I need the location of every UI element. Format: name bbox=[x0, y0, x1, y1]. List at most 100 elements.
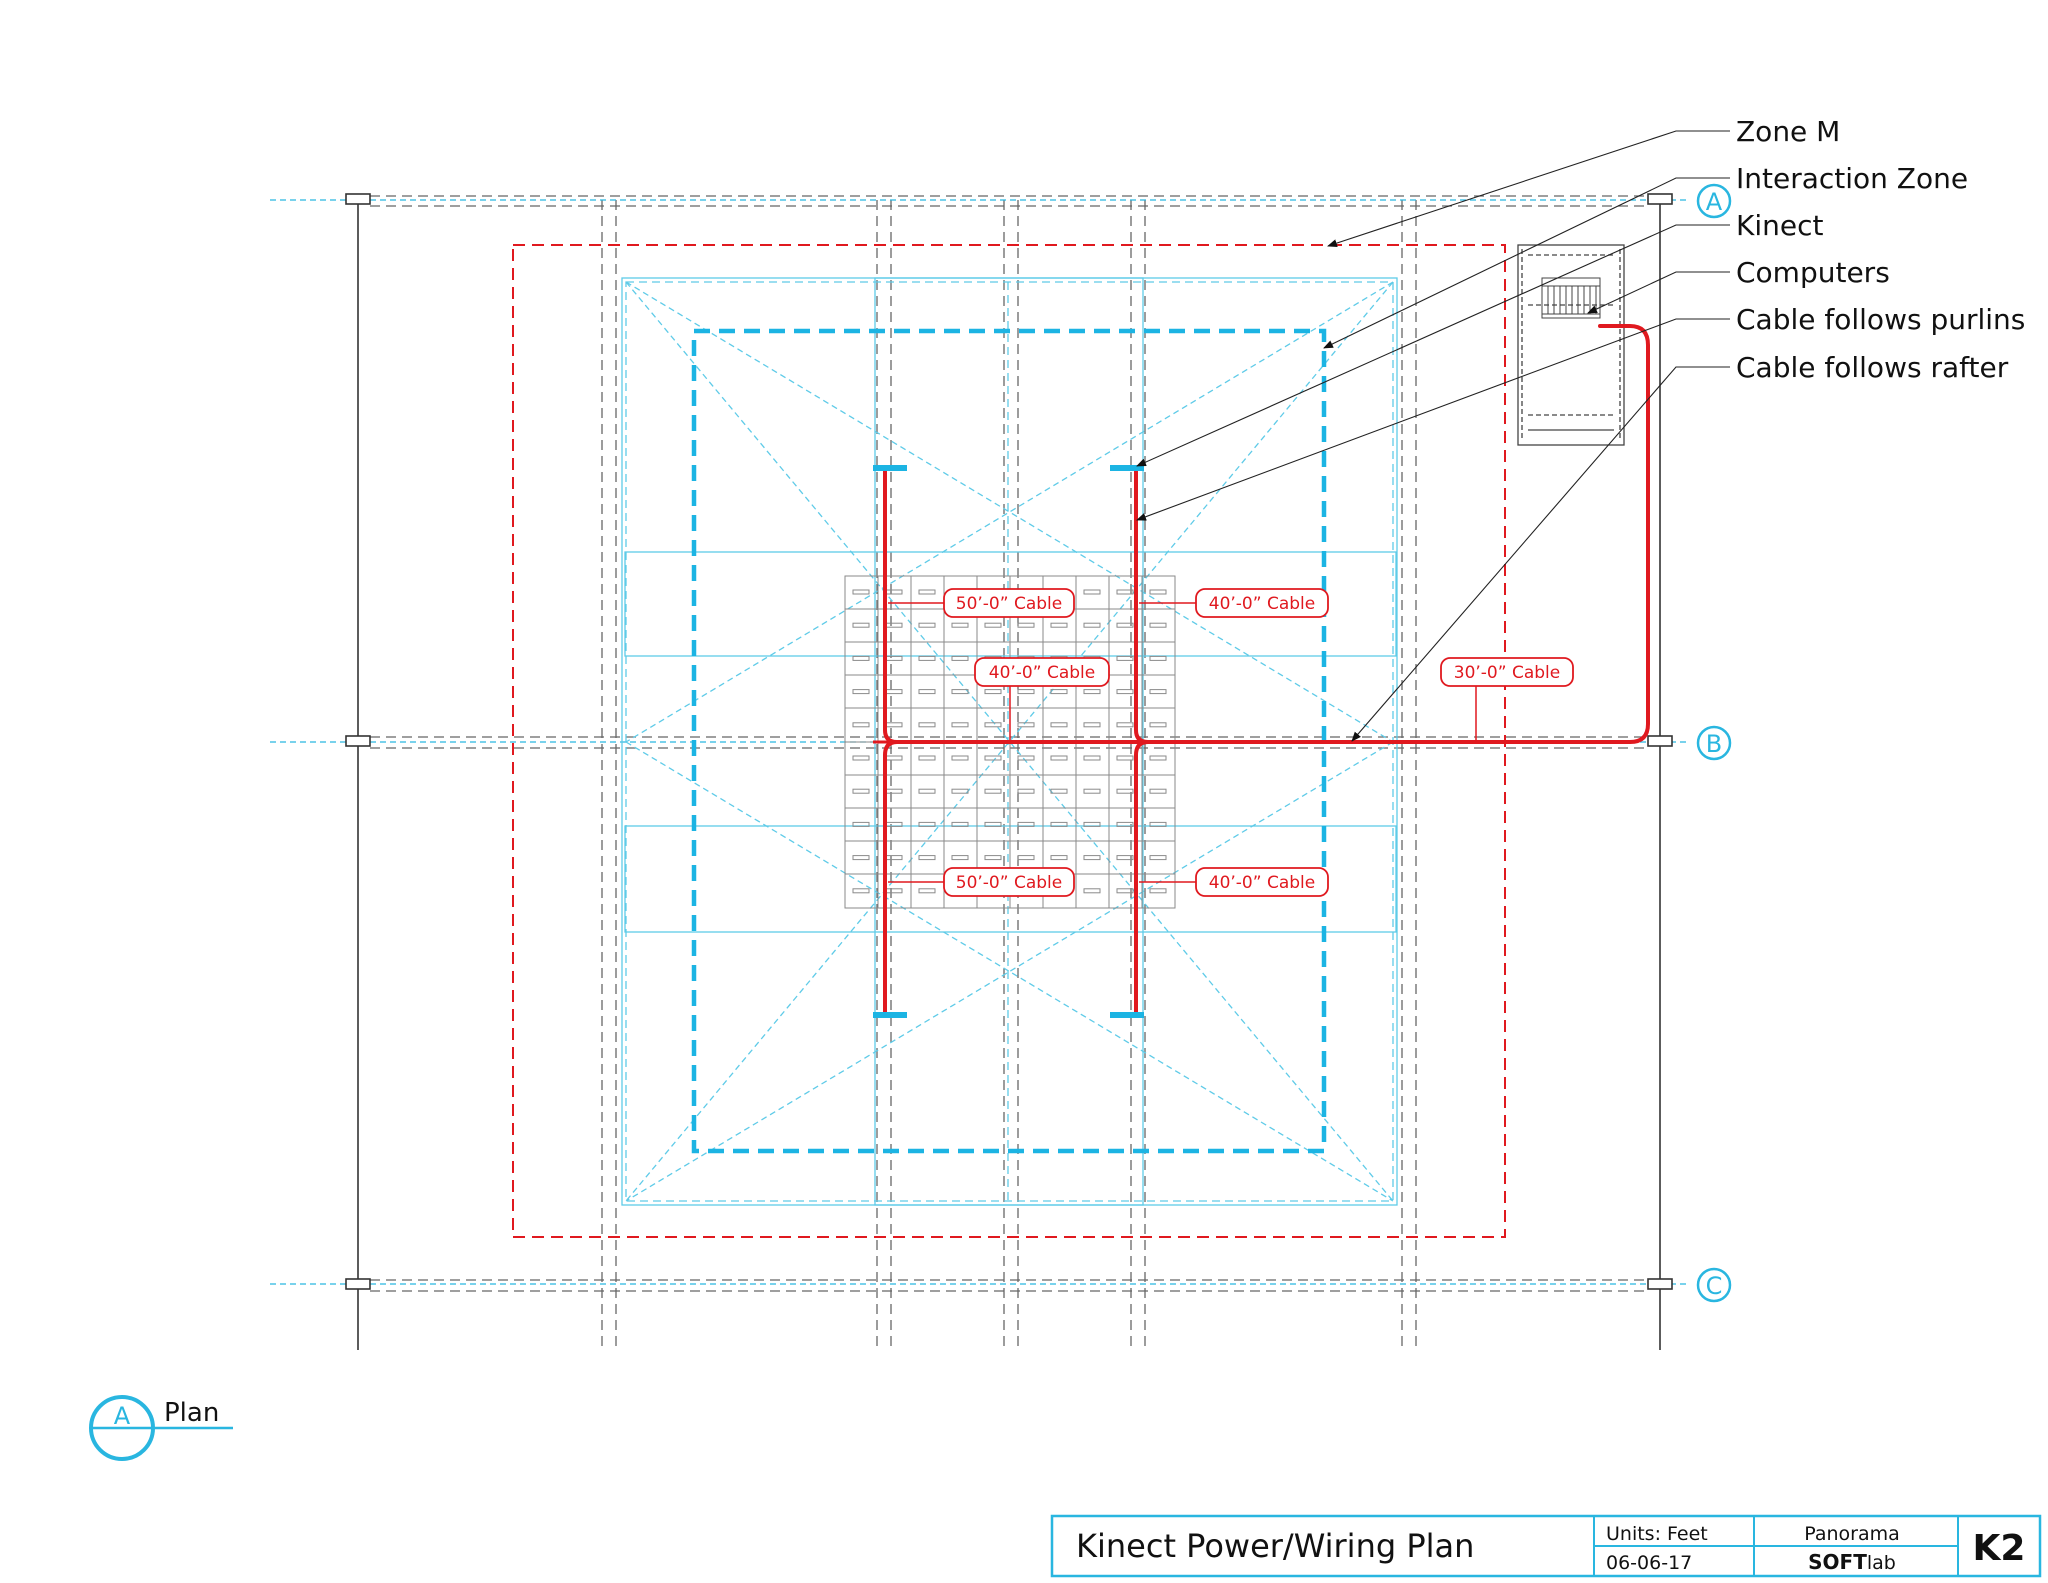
cable-label-right-text: 30’-0” Cable bbox=[1454, 663, 1560, 683]
screen-tick bbox=[1050, 722, 1068, 728]
screen-tick bbox=[1083, 722, 1101, 728]
screen-tick bbox=[984, 722, 1002, 728]
screen-tick bbox=[1017, 755, 1035, 761]
screen-tick bbox=[1149, 855, 1167, 861]
callout-computers: Computers bbox=[1736, 256, 1890, 289]
computer-cabinet bbox=[1517, 244, 1625, 446]
callout-cable-purlins: Cable follows purlins bbox=[1736, 303, 2025, 336]
screen-tick bbox=[984, 821, 1002, 827]
screen-tick bbox=[1149, 655, 1167, 661]
leader-interaction-zone bbox=[1323, 177, 1730, 349]
screen-tick bbox=[1083, 821, 1101, 827]
screen-tick bbox=[1116, 855, 1134, 861]
screen-tick bbox=[1017, 855, 1035, 861]
screen-tick bbox=[852, 821, 870, 827]
grid-bubble-a: A bbox=[1696, 183, 1732, 219]
cable-label-bottom-right-text: 40’-0” Cable bbox=[1209, 873, 1315, 893]
screen-tick bbox=[1116, 622, 1134, 628]
screen-tick bbox=[852, 589, 870, 595]
screen-tick bbox=[1116, 722, 1134, 728]
cable-routes bbox=[883, 324, 1650, 1016]
kinect-sensors bbox=[873, 465, 1144, 1018]
screen-tick bbox=[951, 788, 969, 794]
screen-tick bbox=[852, 689, 870, 695]
callout-zone-m: Zone M bbox=[1736, 115, 1840, 148]
screen-tick bbox=[852, 622, 870, 628]
screen-tick bbox=[984, 622, 1002, 628]
cable-label-top-right: 40’-0” Cable bbox=[1139, 588, 1329, 618]
screen-tick bbox=[984, 788, 1002, 794]
screen-tick bbox=[1083, 689, 1101, 695]
title-block: Kinect Power/Wiring Plan Units: Feet 06-… bbox=[1050, 1514, 2042, 1578]
callout-leaders bbox=[1136, 130, 1730, 742]
cable-label-bottom-left-text: 50’-0” Cable bbox=[956, 873, 1062, 893]
leader-zone-m bbox=[1327, 130, 1730, 247]
grid-bubble-c: C bbox=[1696, 1267, 1732, 1303]
firm-logo-bold: SOFT bbox=[1808, 1550, 1867, 1574]
screen-tick bbox=[918, 755, 936, 761]
callout-interaction-zone: Interaction Zone bbox=[1736, 162, 1968, 195]
screen-tick bbox=[951, 655, 969, 661]
screen-tick bbox=[918, 788, 936, 794]
columns bbox=[345, 193, 1673, 1350]
cable-label-center: 40’-0” Cable bbox=[974, 657, 1110, 742]
cable-label-top-right-text: 40’-0” Cable bbox=[1209, 594, 1315, 614]
screen-tick bbox=[852, 655, 870, 661]
screen-tick bbox=[918, 622, 936, 628]
screen-tick-marks bbox=[852, 589, 1167, 894]
screen-tick bbox=[951, 689, 969, 695]
screen-tick bbox=[918, 655, 936, 661]
screen-tick bbox=[1149, 589, 1167, 595]
screen-tick bbox=[1149, 788, 1167, 794]
cable-label-bottom-right: 40’-0” Cable bbox=[1139, 867, 1329, 897]
screen-tick bbox=[1017, 622, 1035, 628]
screen-tick bbox=[1050, 622, 1068, 628]
cable-label-right: 30’-0” Cable bbox=[1440, 657, 1574, 742]
screen-tick bbox=[918, 855, 936, 861]
screen-tick bbox=[1017, 821, 1035, 827]
screen-tick bbox=[1116, 655, 1134, 661]
leader-cable-rafter bbox=[1351, 366, 1730, 742]
callout-kinect: Kinect bbox=[1736, 209, 1824, 242]
computers bbox=[1541, 277, 1601, 319]
drawing-title: Kinect Power/Wiring Plan bbox=[1076, 1527, 1474, 1565]
screen-tick bbox=[1050, 855, 1068, 861]
grid-label-a: A bbox=[1706, 188, 1723, 216]
screen-tick bbox=[984, 755, 1002, 761]
screen-tick bbox=[852, 755, 870, 761]
leader-computers bbox=[1587, 271, 1730, 314]
screen-tick bbox=[918, 689, 936, 695]
firm-logo-light: lab bbox=[1867, 1552, 1896, 1574]
grid-label-b: B bbox=[1706, 730, 1722, 758]
screen-tick bbox=[852, 722, 870, 728]
screen-tick bbox=[1083, 888, 1101, 894]
view-label: A Plan bbox=[89, 1395, 233, 1461]
screen-tick bbox=[951, 722, 969, 728]
screen-tick bbox=[1149, 888, 1167, 894]
leader-kinect bbox=[1136, 224, 1730, 467]
screen-tick bbox=[885, 655, 903, 661]
screen-tick bbox=[1083, 788, 1101, 794]
firm-logo: SOFTlab bbox=[1808, 1550, 1896, 1574]
screen-tick bbox=[918, 888, 936, 894]
units-label: Units: Feet bbox=[1606, 1523, 1708, 1545]
screen-tick bbox=[885, 755, 903, 761]
leader-cable-purlins bbox=[1136, 318, 1730, 521]
grid-label-c: C bbox=[1706, 1272, 1723, 1300]
date-label: 06-06-17 bbox=[1606, 1552, 1692, 1574]
screen-tick bbox=[1149, 689, 1167, 695]
view-bubble-letter: A bbox=[114, 1402, 131, 1430]
project-name: Panorama bbox=[1804, 1523, 1900, 1545]
screen-tick bbox=[918, 589, 936, 595]
cable-label-top-left: 50’-0” Cable bbox=[888, 588, 1075, 618]
screen-tick bbox=[1017, 689, 1035, 695]
screen-tick bbox=[918, 722, 936, 728]
screen-tick bbox=[1149, 755, 1167, 761]
grid-bubble-b: B bbox=[1696, 725, 1732, 761]
cable-trunk bbox=[886, 324, 1650, 744]
screen-tick bbox=[885, 855, 903, 861]
screen-tick bbox=[1116, 888, 1134, 894]
screen-tick bbox=[1017, 722, 1035, 728]
screen-tick bbox=[1017, 788, 1035, 794]
